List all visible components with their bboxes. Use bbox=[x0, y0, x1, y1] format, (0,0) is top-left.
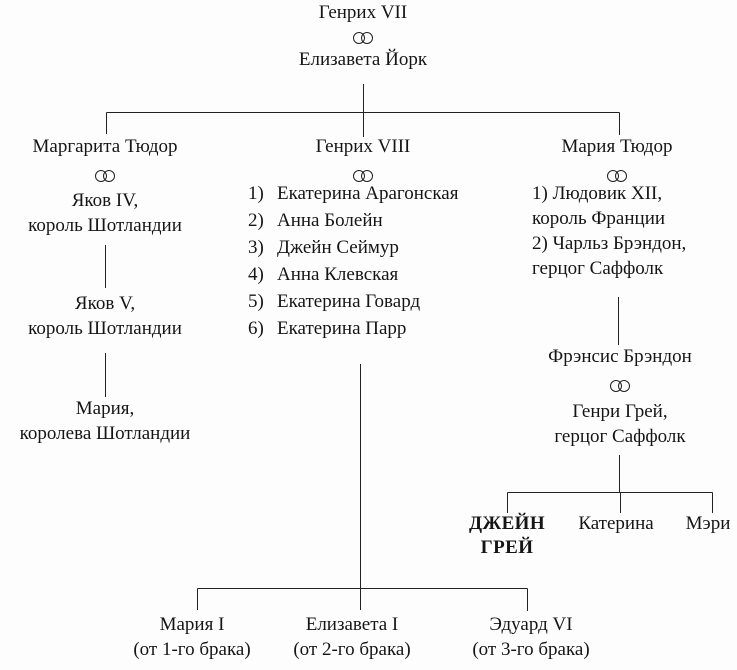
name-line: Яков V, bbox=[74, 293, 136, 314]
person-elizabeth-i: Елизавета I (от 2-го брака) bbox=[293, 612, 410, 662]
person-james-v: Яков V, король Шотландии bbox=[28, 291, 182, 341]
person-mary-i: Мария I (от 1-го брака) bbox=[133, 612, 250, 662]
name-line: ГРЕЙ bbox=[480, 537, 534, 558]
wife-name: Екатерина Говард bbox=[277, 291, 421, 312]
marriage-icon bbox=[353, 170, 373, 182]
wife-item: 6) Екатерина Парр bbox=[248, 315, 458, 342]
wife-number: 6) bbox=[248, 318, 264, 339]
person-edward-vi: Эдуард VI (от 3-го брака) bbox=[472, 612, 589, 662]
spouse-line: герцог Саффолк bbox=[532, 258, 664, 279]
marriage-icon bbox=[607, 170, 627, 182]
person-henry-vii: Генрих VII bbox=[318, 2, 408, 23]
spouse-line: 2) Чарльз Брэндон, bbox=[532, 233, 687, 254]
ring-right-icon bbox=[361, 32, 373, 44]
person-katherine-grey: Катерина bbox=[578, 513, 654, 534]
wife-name: Екатерина Арагонская bbox=[277, 183, 459, 204]
person-mary-tudor: Мария Тюдор bbox=[561, 136, 673, 157]
ring-right-icon bbox=[103, 170, 115, 182]
wife-name: Джейн Сеймур bbox=[277, 237, 399, 258]
name-line: Мария, bbox=[75, 398, 135, 419]
wife-item: 3) Джейн Сеймур bbox=[248, 234, 458, 261]
marriage-icon bbox=[610, 380, 630, 392]
name-line: Эдуард VI bbox=[489, 614, 573, 635]
wife-number: 3) bbox=[248, 237, 264, 258]
wife-number: 5) bbox=[248, 291, 264, 312]
ring-right-icon bbox=[618, 380, 630, 392]
name-line: королева Шотландии bbox=[19, 423, 191, 444]
person-frances-brandon: Фрэнсис Брэндон bbox=[548, 346, 692, 367]
ring-right-icon bbox=[361, 170, 373, 182]
person-mary-grey: Мэри bbox=[685, 513, 731, 534]
wife-number: 4) bbox=[248, 264, 264, 285]
name-line: Яков IV, bbox=[71, 190, 139, 211]
person-mary-queen-of-scots: Мария, королева Шотландии bbox=[20, 396, 191, 446]
name-line: Елизавета I bbox=[305, 614, 399, 635]
wife-item: 4) Анна Клевская bbox=[248, 261, 458, 288]
person-james-iv: Яков IV, король Шотландии bbox=[28, 188, 182, 238]
name-line: король Шотландии bbox=[28, 215, 182, 236]
wife-name: Анна Клевская bbox=[277, 264, 399, 285]
marriage-note: (от 1-го брака) bbox=[133, 639, 251, 660]
person-henry-viii: Генрих VIII bbox=[315, 136, 411, 157]
person-henry-grey: Генри Грей, герцог Саффолк bbox=[554, 399, 685, 449]
person-jane-grey: ДЖЕЙН ГРЕЙ bbox=[469, 512, 545, 560]
marriage-icon bbox=[353, 32, 373, 44]
spouse-line: 1) Людовик XII, bbox=[532, 183, 663, 204]
wife-number: 2) bbox=[248, 210, 264, 231]
marriage-note: (от 3-го брака) bbox=[472, 639, 590, 660]
wife-item: 1) Екатерина Арагонская bbox=[248, 180, 458, 207]
name-line: ДЖЕЙН bbox=[468, 513, 546, 534]
wife-number: 1) bbox=[248, 183, 264, 204]
wife-name: Анна Болейн bbox=[277, 210, 383, 231]
spouse-line: король Франции bbox=[532, 208, 666, 229]
wife-item: 5) Екатерина Говард bbox=[248, 288, 458, 315]
wife-name: Екатерина Парр bbox=[277, 318, 407, 339]
name-line: король Шотландии bbox=[28, 318, 182, 339]
marriage-icon bbox=[95, 170, 115, 182]
name-line: Генри Грей, bbox=[572, 401, 668, 422]
wives-list: 1) Екатерина Арагонская 2) Анна Болейн 3) Д… bbox=[248, 180, 458, 342]
mary-tudor-spouses: 1) Людовик XII, король Франции 2) Чарльз… bbox=[532, 181, 686, 281]
marriage-note: (от 2-го брака) bbox=[293, 639, 411, 660]
ring-right-icon bbox=[615, 170, 627, 182]
name-line: Мария I bbox=[159, 614, 225, 635]
person-elizabeth-of-york: Елизавета Йорк bbox=[298, 49, 428, 70]
person-margaret-tudor: Маргарита Тюдор bbox=[32, 136, 178, 157]
name-line: герцог Саффолк bbox=[554, 426, 686, 447]
wife-item: 2) Анна Болейн bbox=[248, 207, 458, 234]
